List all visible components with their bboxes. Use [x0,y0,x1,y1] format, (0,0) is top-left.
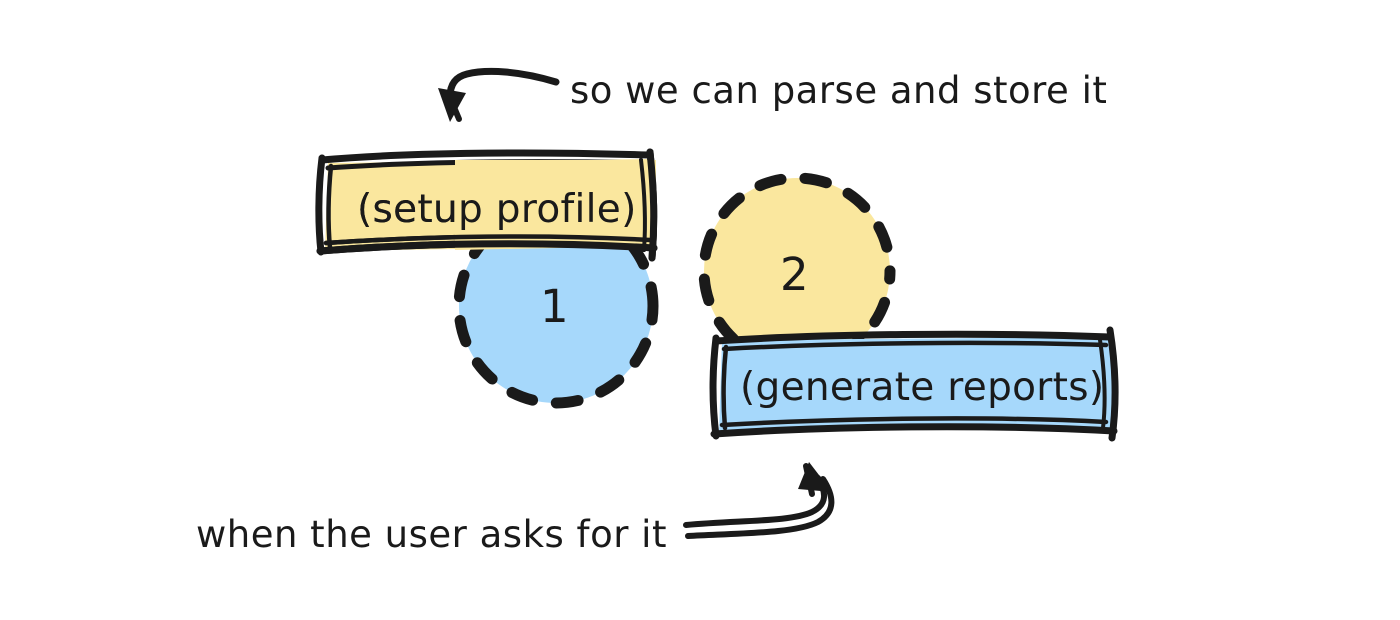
node-generate-reports[interactable]: (generate reports) [709,326,1119,442]
node-generate-reports-outline-top2 [721,340,1109,352]
node-generate-reports-outline-right [1106,326,1119,442]
badge-two-fill [704,178,890,364]
annotation-user-asks-text: when the user asks for it [196,513,667,556]
badge-one-fill [459,209,653,403]
node-setup-profile-overlap-mask: (setup profile) [316,148,658,262]
curved-arrow-down-left-tip-icon [448,97,462,122]
node-generate-reports-outline-bottom [710,423,1118,438]
badge-two-label: 2 [780,248,809,301]
node-setup-profile-outline-left2 [326,163,334,251]
node-setup-profile-outline-top [318,149,652,164]
node-generate-reports-label: (generate reports) [740,365,1104,410]
curved-arrow-down-left-icon [446,67,560,101]
node-generate-reports-outline-bottom2 [719,416,1109,428]
annotation-parse-store: so we can parse and store it [438,67,1107,122]
curved-arrow-right-up-icon [683,475,827,528]
curved-arrow-right-up-head-stem-icon [803,463,815,497]
curved-arrow-right-up-icon2 [685,476,835,539]
node-setup-profile-label-overlay: (setup profile) [357,187,637,232]
node-generate-reports-outline-top [712,330,1114,345]
annotation-parse-store-text: so we can parse and store it [570,69,1107,112]
node-generate-reports-outline-left2 [721,344,729,431]
node-generate-reports-outline-left [709,334,720,440]
annotation-user-asks: when the user asks for it [196,462,835,556]
node-generate-reports-fill [719,337,1115,432]
badge-one-label: 1 [540,280,569,333]
node-setup-profile-outline-left [315,154,326,256]
